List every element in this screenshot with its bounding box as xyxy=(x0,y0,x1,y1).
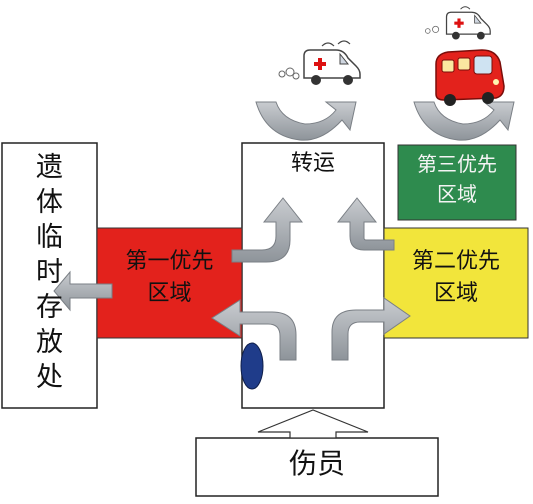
patient-marker xyxy=(240,342,264,390)
morgue-label: 遗 体 临 时 存 放 处 xyxy=(36,152,63,393)
ambulance-icon xyxy=(278,40,361,85)
first-to-transfer-arrow xyxy=(231,197,304,263)
to-second-priority-arrow xyxy=(331,297,411,361)
transfer-out-arrow xyxy=(255,101,357,141)
third-priority-label: 第三优先 区域 xyxy=(417,152,497,206)
third-out-arrow xyxy=(413,101,515,141)
casualties-box xyxy=(195,437,439,497)
ambulance-icon xyxy=(425,6,491,40)
morgue-box xyxy=(1,142,98,409)
bus-icon xyxy=(435,49,505,106)
transfer-label: 转运 xyxy=(290,151,335,176)
casualties-label: 伤员 xyxy=(288,447,345,480)
to-first-priority-arrow xyxy=(211,299,297,361)
second-priority-label: 第二优先 区域 xyxy=(411,249,500,306)
second-priority-box xyxy=(383,227,529,339)
casualty-entry-arrow xyxy=(257,409,369,439)
transfer-box xyxy=(241,142,385,409)
to-morgue-arrow xyxy=(53,270,113,312)
second-to-transfer-arrow xyxy=(336,197,395,251)
third-priority-box xyxy=(397,144,517,221)
first-priority-label: 第一优先 区域 xyxy=(125,249,214,306)
